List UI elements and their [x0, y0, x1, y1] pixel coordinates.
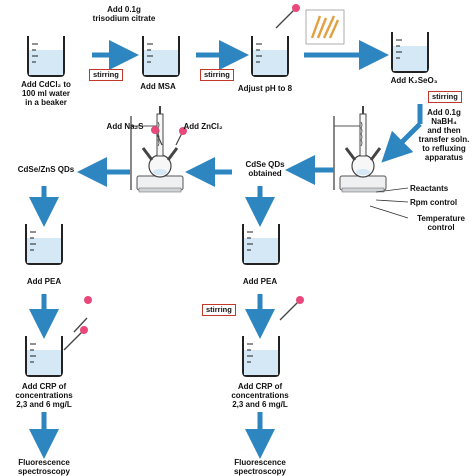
crp-right-label: Add CRP of concentrations 2,3 and 6 mg/L	[231, 382, 289, 409]
beaker-step3	[251, 35, 289, 77]
zncl2-label: Add ZnCl₂	[183, 122, 223, 131]
beaker-step1	[27, 35, 65, 77]
cdsezns-label: CdSe/ZnS QDs	[17, 165, 75, 174]
pointer-temp	[369, 205, 409, 219]
dropper-icon-pea-left	[73, 317, 88, 333]
reactants-label: Reactants	[410, 184, 449, 193]
pointer-rpm	[375, 199, 409, 203]
crp-left-label: Add CRP of concentrations 2,3 and 6 mg/L	[15, 382, 73, 409]
arrow-4-apparatus	[381, 122, 422, 163]
dropper-icon-ph	[275, 3, 301, 29]
dropper-icon-crp-right	[279, 295, 305, 321]
ph-strips-icon	[310, 15, 340, 39]
stirring-badge-3: stirring	[428, 91, 462, 103]
beaker-pea-left	[25, 223, 63, 265]
dropper-bulb-zncl2	[179, 127, 187, 135]
temp-label: Temperature control	[417, 214, 465, 232]
step1-label: Add CdCl₂ to 100 ml water in a beaker	[21, 80, 71, 107]
dropper-bulb-pea-left	[84, 296, 92, 304]
stirring-badge-1: stirring	[89, 69, 123, 81]
step4-reagent-label: Add 0.1g NaBH₄ and then transfer soln. t…	[418, 108, 470, 162]
beaker-step2	[142, 35, 180, 77]
step1-reagent-label: Add 0.1g trisodium citrate	[92, 5, 156, 23]
pea-right-label: Add PEA	[242, 277, 278, 286]
na2s-label: Add Na₂S	[106, 122, 144, 131]
stirring-badge-4: stirring	[202, 304, 236, 316]
fluorescence-right-label: Fluorescence spectroscopy	[233, 458, 287, 476]
beaker-crp-right	[242, 335, 280, 377]
step3-label: Adjust pH to 8	[237, 84, 293, 93]
rpm-label: Rpm control	[410, 198, 458, 207]
beaker-step4	[391, 31, 429, 73]
fluorescence-left-label: Fluorescence spectroscopy	[17, 458, 71, 476]
reflux-apparatus-right	[332, 104, 388, 194]
step4-label: Add K₂SeO₃	[390, 76, 438, 85]
pointer-reactants	[375, 187, 409, 193]
reflux-apparatus-left	[129, 104, 185, 194]
cdse-obtained-label: CdSe QDs obtained	[245, 160, 285, 178]
stirring-badge-2: stirring	[200, 69, 234, 81]
dropper-icon-na2s	[155, 131, 163, 146]
pea-left-label: Add PEA	[26, 277, 62, 286]
dropper-bulb-na2s	[151, 126, 159, 134]
step2-label: Add MSA	[140, 82, 176, 91]
beaker-pea-right	[242, 223, 280, 265]
ph-strip-image	[305, 9, 345, 45]
beaker-crp-left	[25, 335, 63, 377]
dropper-icon-zncl2	[175, 132, 183, 146]
